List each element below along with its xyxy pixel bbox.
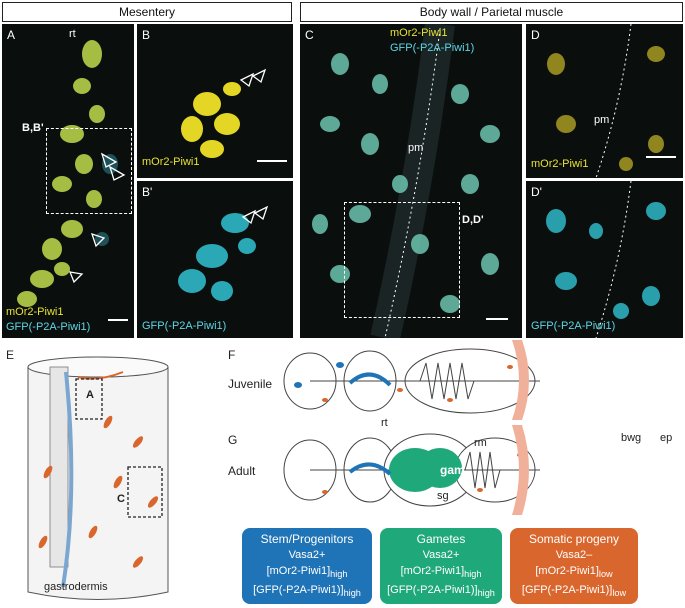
legend-somatic-line1: Vasa2– (555, 549, 593, 561)
legend-gametes-line3-text: [GFP(-P2A-Piwi1)] (387, 584, 478, 597)
panel-d-prime-channel2-label: GFP(-P2A-Piwi1) (531, 320, 616, 332)
panel-g-letter: G (228, 433, 238, 447)
panel-g-sg-label: sg (437, 490, 449, 502)
header-mesentery: Mesentery (2, 2, 292, 22)
panel-c-channel2-label: GFP(-P2A-Piwi1) (390, 42, 475, 54)
panel-a-box-label: B,B' (22, 122, 44, 134)
panel-f-epidermis (512, 340, 529, 420)
panel-b: B mOr2-Piwi1 (137, 24, 293, 178)
panel-f-stage: Juvenile (228, 377, 273, 391)
panel-d-prime-cells (546, 181, 666, 338)
panel-c-cells (312, 24, 500, 338)
legend-stem-title: Stem/Progenitors (260, 532, 354, 546)
legend-somatic-line2-sub: low (598, 569, 613, 580)
panel-b-prime-cells (178, 205, 269, 301)
panel-a-scale-bar (108, 319, 128, 321)
panel-e-box-c-label: C (117, 493, 125, 505)
panel-g-stage: Adult (228, 464, 256, 478)
legend-gametes-line2-sub: high (464, 569, 482, 580)
panel-b-cells (181, 68, 267, 158)
panel-f-letter: F (228, 348, 236, 362)
legend-somatic-line2: [mOr2-Piwi1]low (510, 563, 638, 582)
panel-g-epidermis (512, 425, 529, 515)
panel-d-pm-label: pm (594, 114, 610, 126)
panel-d: D pm mOr2-Piwi1 (526, 24, 683, 178)
panel-e-letter: E (6, 348, 15, 362)
panel-c-pm-label: pm (408, 142, 424, 154)
legend-somatic-line3-text: [GFP(-P2A-Piwi1)] (521, 584, 613, 597)
legend-gametes: Gametes Vasa2+ [mOr2-Piwi1]high [GFP(-P2… (380, 528, 502, 604)
panel-a: A rt B,B' mOr2-Piwi1 GFP(-P2A-Piwi1) (2, 24, 134, 338)
panel-b-letter: B (142, 28, 151, 42)
legend-gametes-line3-sub: high (477, 588, 495, 599)
panel-g-rt-label: rt (381, 417, 388, 429)
legend-stem-line3-sub: high (343, 588, 361, 599)
legend-somatic-line2-text: [mOr2-Piwi1] (535, 565, 599, 577)
legend-gametes-title: Gametes (416, 532, 466, 546)
legend-somatic-line3-sub: low (612, 588, 627, 599)
header-mesentery-text: Mesentery (118, 5, 176, 19)
panel-d-channel1-label: mOr2-Piwi1 (531, 158, 589, 170)
panel-c-scale-bar (486, 318, 508, 320)
panel-b-prime-letter: B' (142, 185, 153, 199)
panel-a-channel1-label: mOr2-Piwi1 (6, 306, 64, 318)
legend-stem-line3-text: [GFP(-P2A-Piwi1)] (253, 584, 344, 597)
legend-stem-line2-sub: high (330, 569, 348, 580)
header-body-wall: Body wall / Parietal muscle (300, 2, 683, 22)
panel-d-scale-bar (646, 156, 676, 158)
panel-c-channel1-label: mOr2-Piwi1 (390, 27, 448, 39)
panel-e-diagram (27, 356, 169, 600)
panel-b-scale-bar (257, 160, 287, 162)
header-body-wall-text: Body wall / Parietal muscle (419, 5, 564, 19)
panel-g-rm-label: rm (474, 437, 487, 449)
panel-c-letter: C (305, 28, 314, 42)
panel-a-inset-box (46, 128, 132, 214)
panel-e-box-a-label: A (86, 389, 94, 401)
panel-a-letter: A (7, 28, 16, 42)
panel-d-prime: D' GFP(-P2A-Piwi1) (526, 181, 683, 338)
legend-somatic-title: Somatic progeny (528, 532, 620, 546)
panel-c: C mOr2-Piwi1 GFP(-P2A-Piwi1) pm D,D' (300, 24, 522, 338)
panel-d-letter: D (531, 28, 540, 42)
legend-somatic-progeny: Somatic progeny Vasa2– [mOr2-Piwi1]low [… (510, 528, 638, 604)
legend-stem-progenitors: Stem/Progenitors Vasa2+ [mOr2-Piwi1]high… (242, 528, 372, 604)
panel-e-gastrodermis-label: gastrodermis (44, 581, 108, 593)
panel-b-prime-channel2-label: GFP(-P2A-Piwi1) (142, 320, 227, 332)
legend-stem-line2: [mOr2-Piwi1]high (242, 563, 372, 582)
legend-gametes-line2: [mOr2-Piwi1]high (380, 563, 502, 582)
legend-stem-line2-text: [mOr2-Piwi1] (266, 565, 331, 577)
panel-g-bwg-label: bwg (621, 432, 642, 444)
panel-a-cells (17, 40, 126, 307)
legend-gametes-line2-text: [mOr2-Piwi1] (400, 565, 465, 577)
legend-stem-line3: [GFP(-P2A-Piwi1)]high (242, 582, 372, 601)
panel-c-box-label: D,D' (462, 214, 484, 226)
legend-gametes-line1: Vasa2+ (422, 549, 460, 561)
panel-b-prime: B' GFP(-P2A-Piwi1) (137, 181, 293, 338)
panel-c-inset-box (344, 202, 460, 318)
legend-somatic-line3: [GFP(-P2A-Piwi1)]low (510, 582, 638, 601)
panel-a-channel2-label: GFP(-P2A-Piwi1) (6, 321, 91, 333)
panel-g-diagram (283, 433, 540, 507)
legend-stem-line1: Vasa2+ (288, 549, 326, 561)
panel-d-cells (547, 24, 665, 178)
panel-a-rt-label: rt (69, 28, 76, 40)
legend-gametes-line3: [GFP(-P2A-Piwi1)]high (380, 582, 502, 601)
panel-g-gam-label: gam. (440, 463, 469, 477)
panel-g-ep-label: ep (660, 432, 673, 444)
panel-b-channel1-label: mOr2-Piwi1 (142, 156, 200, 168)
panel-d-prime-letter: D' (531, 185, 542, 199)
panel-f-diagram (283, 348, 540, 414)
